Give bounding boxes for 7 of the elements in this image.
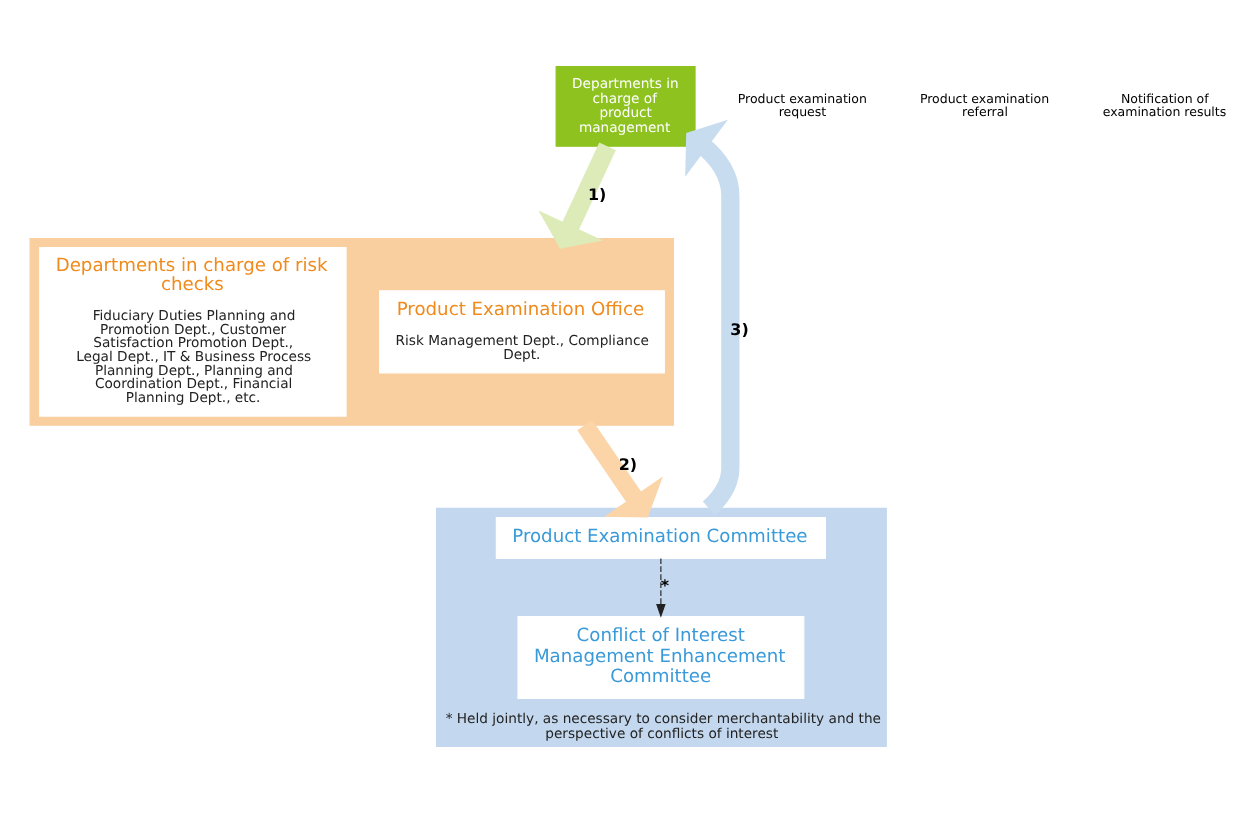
cluster (29, 236, 674, 425)
node-box: Product Examination Committee (495, 515, 826, 559)
arrow (656, 556, 666, 617)
node-box: Conflict of Interest Management Enhancement Committee (517, 614, 805, 699)
arrow (577, 419, 663, 517)
arrow (685, 118, 740, 514)
arrow (538, 141, 616, 248)
